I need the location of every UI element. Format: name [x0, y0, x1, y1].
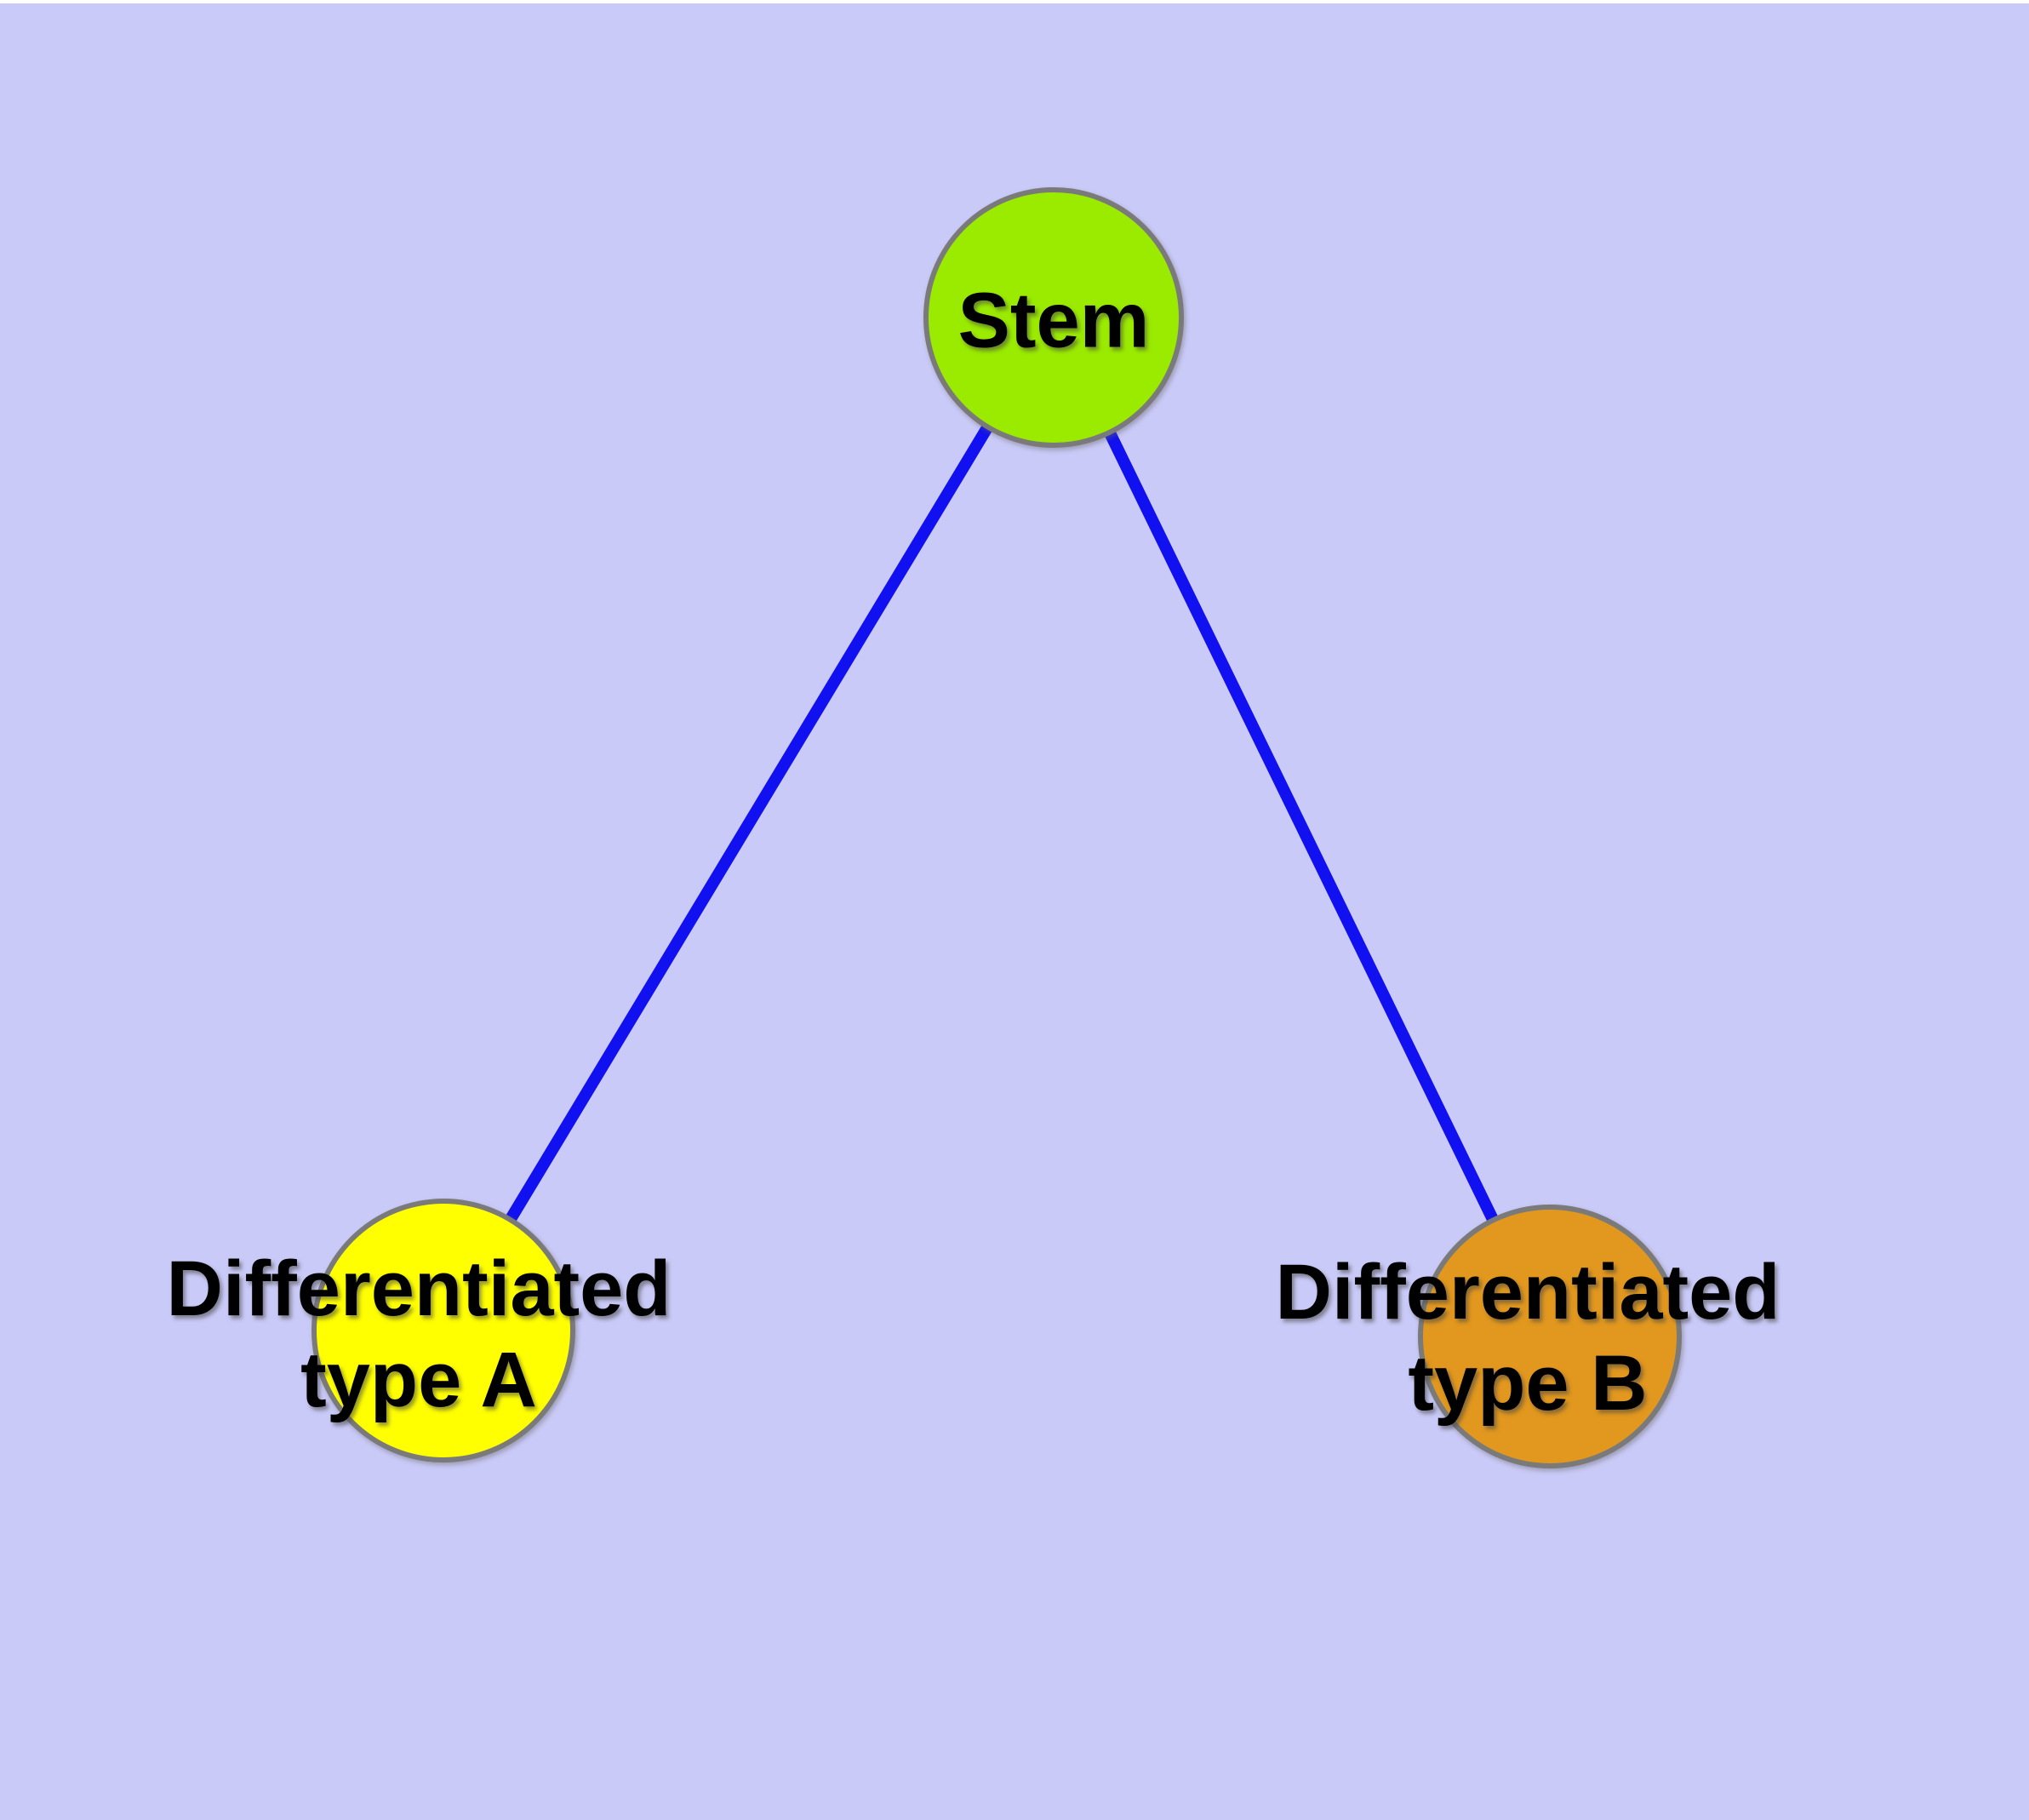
- edge-group: [438, 314, 1556, 1340]
- type-b-label-line2: type B: [1408, 1340, 1648, 1427]
- type-a-node-label: Differentiated type A: [167, 1244, 672, 1426]
- stem-label-line1: Stem: [957, 277, 1150, 364]
- stem-node-label: Stem: [958, 276, 1150, 367]
- type-a-label-line2: type A: [300, 1336, 537, 1423]
- stem-node-circle: [923, 187, 1184, 448]
- edge-stem-to-type-a: [438, 314, 1059, 1334]
- window-top-edge: [0, 0, 2029, 3]
- type-b-node-circle: [1418, 1205, 1682, 1468]
- type-b-node-label: Differentiated type B: [1276, 1247, 1780, 1429]
- type-a-node-circle: [311, 1199, 575, 1462]
- type-a-label-line1: Differentiated: [166, 1245, 672, 1332]
- edge-stem-to-type-b: [1048, 314, 1556, 1340]
- node-group: [311, 187, 1682, 1468]
- type-b-label-line1: Differentiated: [1275, 1249, 1780, 1336]
